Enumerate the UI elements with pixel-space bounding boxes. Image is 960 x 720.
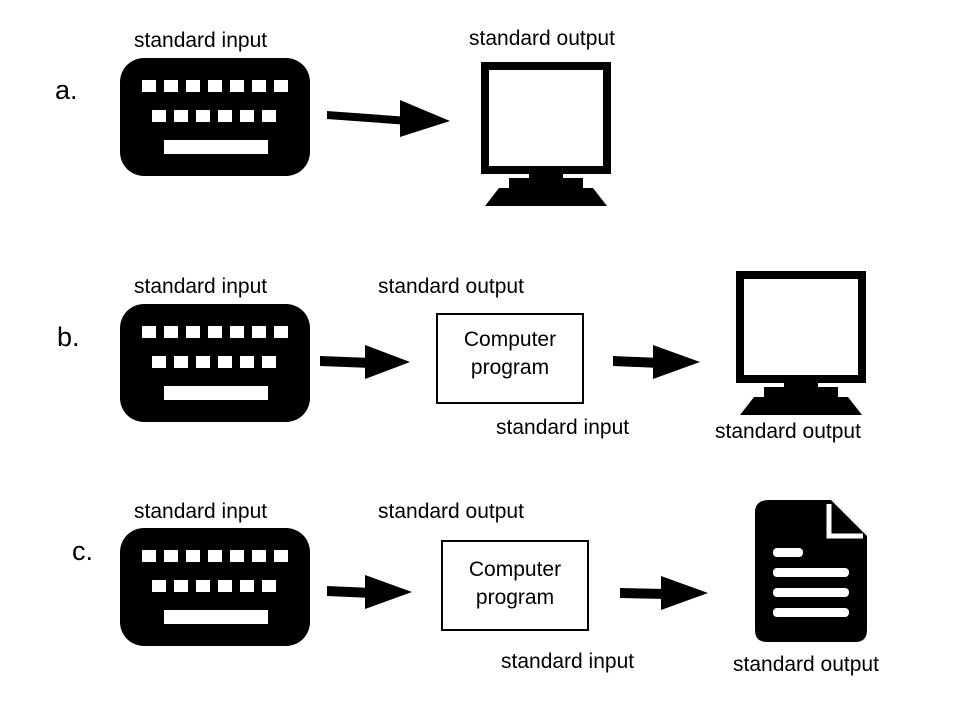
row-b-program-input-label: standard input [496, 416, 629, 439]
row-b-program-line1: Computer [464, 328, 556, 351]
row-b-arrow-2 [613, 345, 700, 379]
row-c-program-box [441, 540, 589, 631]
row-a-keyboard-label: standard input [134, 29, 267, 52]
row-c-program-output-label: standard output [378, 500, 524, 523]
row-c-document-label: standard output [733, 653, 879, 676]
row-a-arrow [327, 100, 450, 137]
row-c-arrow-1 [327, 575, 412, 609]
row-c-program-line2: program [476, 586, 554, 609]
row-b-program-box [436, 313, 584, 404]
row-b-monitor-label: standard output [715, 420, 861, 443]
row-a-monitor-icon [485, 66, 607, 206]
row-a-label: a. [55, 75, 78, 105]
row-b-keyboard-label: standard input [134, 275, 267, 298]
row-c-arrow-2 [620, 576, 708, 610]
row-c-document-icon [755, 500, 867, 642]
row-a-keyboard-icon [120, 58, 310, 176]
row-b-monitor-icon [740, 275, 862, 415]
row-c-label: c. [72, 536, 93, 566]
row-b-program-line2: program [471, 356, 549, 379]
row-c-keyboard-label: standard input [134, 500, 267, 523]
row-b-arrow-1 [320, 345, 410, 379]
row-c-program-line1: Computer [469, 558, 561, 581]
row-c-keyboard-icon [120, 528, 310, 646]
row-a-monitor-label: standard output [469, 27, 615, 50]
row-b-program-output-label: standard output [378, 275, 524, 298]
row-b-label: b. [57, 322, 80, 352]
row-c-program-input-label: standard input [501, 650, 634, 673]
row-b-keyboard-icon [120, 304, 310, 422]
